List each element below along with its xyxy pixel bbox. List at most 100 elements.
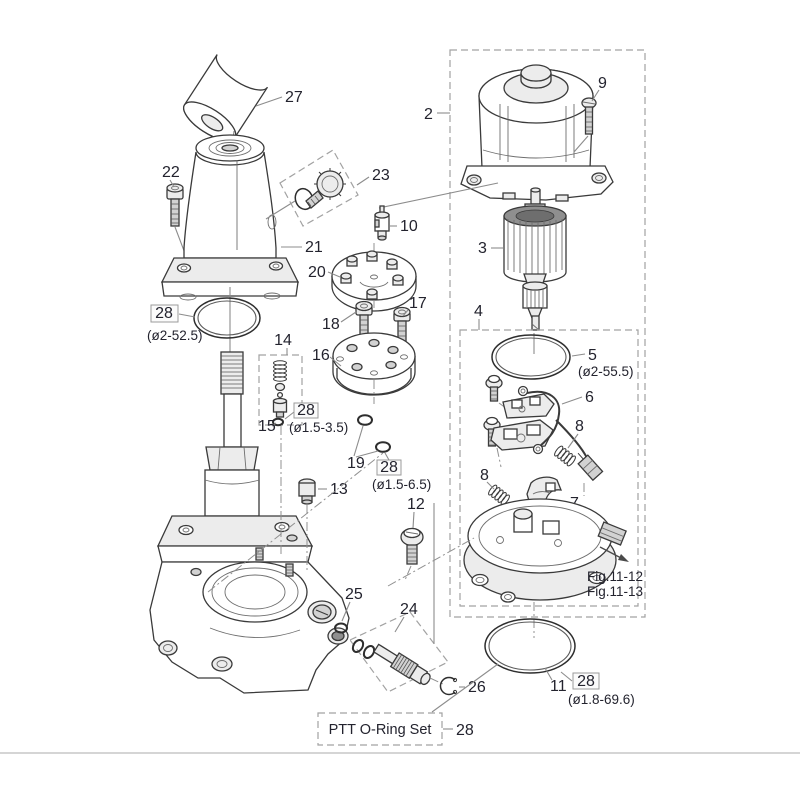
- leader-25: [341, 601, 351, 622]
- ref-box-28b: [293, 402, 319, 419]
- callout-18: 18: [322, 316, 340, 333]
- cline-diagonal-axis: [207, 452, 384, 593]
- callout-10: 10: [400, 218, 418, 235]
- callout-4: 4: [474, 303, 483, 320]
- part-15-oring: [272, 417, 284, 427]
- leader-6: [561, 396, 583, 405]
- callout-28c: 28: [380, 459, 398, 476]
- oring-set-box: [317, 712, 443, 746]
- callout-24: 24: [400, 601, 418, 618]
- page-divider: [0, 752, 800, 754]
- part-6-brush-wire: [517, 385, 588, 459]
- fig-ref-1: Fig.11-12: [587, 569, 643, 584]
- part-5-oring: [491, 334, 571, 380]
- leader-20: [327, 271, 341, 278]
- brush-plate-upper: [502, 393, 555, 419]
- callout-23: 23: [372, 167, 390, 184]
- callout-27: 27: [285, 89, 303, 106]
- cline-bolt-b: [496, 447, 502, 468]
- callout-28d: 28: [577, 673, 595, 690]
- part-26-circlip: [439, 676, 458, 696]
- part-8-spring-b: [488, 484, 510, 506]
- leader-19b: [355, 450, 379, 458]
- size-28d: (ø1.8-69.6): [568, 692, 635, 707]
- part-24-valve-shaft: [351, 638, 431, 686]
- part-16-pump-lower: [332, 332, 416, 396]
- part-motor: [460, 64, 614, 202]
- part-13-plug: [298, 478, 316, 505]
- wire-connector: [577, 452, 604, 482]
- leader-28d: [560, 671, 573, 682]
- leader-8a: [567, 433, 579, 449]
- size-28a: (ø2-52.5): [147, 328, 203, 343]
- leader-27: [255, 96, 283, 107]
- leader-19a: [353, 425, 364, 457]
- fig-ref-2: Fig.11-13: [587, 584, 643, 599]
- cline-bolt-a: [498, 402, 515, 415]
- leader-28c: [384, 452, 390, 461]
- leader-16: [329, 356, 342, 367]
- leader-28b: [284, 411, 295, 420]
- base-bracket: [463, 498, 627, 603]
- line-to-cap-kit: [265, 200, 296, 220]
- leader-24: [394, 616, 405, 633]
- line-10-position: [378, 182, 499, 209]
- callout-21: 21: [305, 239, 323, 256]
- callout-12: 12: [407, 496, 425, 513]
- brush-plate-lower: [490, 419, 554, 451]
- leader-12: [412, 511, 415, 529]
- leader-28a: [178, 313, 196, 318]
- callout-20: 20: [308, 264, 326, 281]
- part-11-oring: [484, 618, 576, 674]
- part-9-screw: [573, 97, 597, 153]
- callout-8a: 8: [575, 418, 584, 435]
- part-23-reservoir-cap: [294, 168, 346, 211]
- cline-body-to-base: [387, 537, 475, 587]
- callout-25: 25: [345, 586, 363, 603]
- ref-box-28d: [572, 672, 600, 690]
- leader-11: [544, 667, 553, 681]
- callout-28e: 28: [456, 722, 474, 739]
- leader-18: [340, 311, 357, 323]
- part-17-bolt: [393, 306, 411, 350]
- part-28a-oring: [193, 297, 261, 339]
- oring-set-label: PTT O-Ring Set: [329, 722, 432, 738]
- callout-3: 3: [478, 240, 487, 257]
- callout-15: 15: [258, 418, 276, 435]
- part-19-orings: [357, 414, 391, 453]
- dashed-box-brush-kit: [459, 329, 639, 607]
- callout-14: 14: [274, 332, 292, 349]
- part-10-valve-pin: [374, 205, 390, 241]
- callout-11: 11: [550, 678, 567, 695]
- part-8-spring-a: [554, 445, 576, 467]
- callout-17: 17: [409, 295, 427, 312]
- size-5: (ø2-55.5): [578, 364, 634, 379]
- cline-shaft-axis: [429, 677, 444, 685]
- leader-5: [571, 353, 586, 357]
- part-27-rubber-cap: [183, 54, 269, 147]
- pump-body-casting: [149, 351, 350, 694]
- leader-8b: [486, 481, 495, 490]
- dashed-box-shaft-kit: [349, 611, 449, 693]
- leader-9: [591, 89, 600, 102]
- callout-9: 9: [598, 75, 607, 92]
- size-28c: (ø1.5-6.5): [372, 477, 431, 492]
- dashed-box-motor-assembly: [449, 49, 646, 618]
- direction-arrow-icon: [599, 546, 629, 562]
- part-3-armature: [503, 187, 567, 331]
- cline-bolt12-axis: [404, 565, 412, 581]
- bolt-brush-a: [485, 374, 503, 402]
- part-21-reservoir-tank: [160, 134, 300, 301]
- callout-2: 2: [424, 106, 433, 123]
- callout-16: 16: [312, 347, 330, 364]
- size-28b: (ø1.5-3.5): [289, 420, 348, 435]
- part-12-bolt: [400, 527, 424, 565]
- callout-8b: 8: [480, 467, 489, 484]
- leader-23: [356, 176, 370, 186]
- ref-box-28c: [376, 459, 402, 476]
- line-set-to-oring11: [431, 663, 499, 713]
- leader-22: [169, 179, 175, 188]
- callout-26: 26: [468, 679, 486, 696]
